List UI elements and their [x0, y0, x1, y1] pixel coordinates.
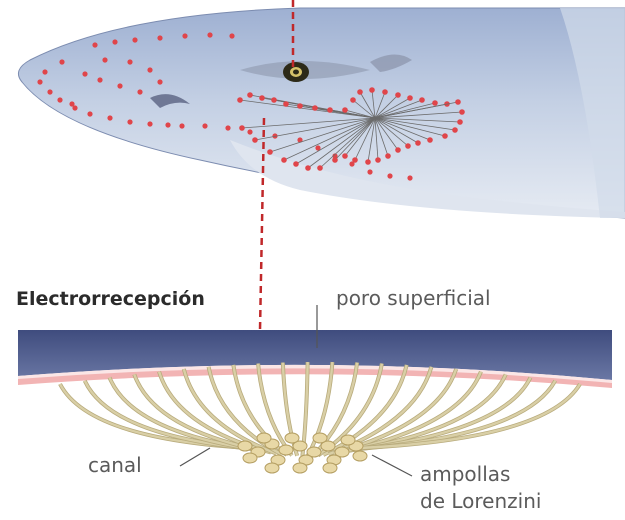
ampullae-label-line1: ampollas	[420, 462, 510, 486]
pore-dot	[419, 97, 425, 103]
ampulla	[238, 441, 252, 451]
pore-dot	[387, 173, 392, 178]
pore-dot	[239, 125, 245, 131]
pore-dot	[137, 89, 142, 94]
pore-dot	[457, 119, 463, 125]
pore-dot	[202, 123, 207, 128]
pore-dot	[407, 95, 413, 101]
ampulla	[323, 463, 337, 473]
pore-label: poro superficial	[336, 286, 491, 310]
pore-dot	[342, 153, 348, 159]
pore-dot	[229, 33, 234, 38]
pore-dot	[395, 147, 401, 153]
pore-dot	[157, 79, 162, 84]
pore-dot	[283, 101, 289, 107]
diagram-title: Electrorrecepción	[16, 288, 205, 310]
pore-dot	[342, 107, 348, 113]
pore-dot	[259, 95, 265, 101]
pore-dot	[293, 161, 299, 167]
pore-dot	[182, 33, 187, 38]
ampulla	[257, 433, 271, 443]
ampullae-label-line2: de Lorenzini	[420, 489, 541, 513]
pore-dot	[352, 157, 358, 163]
ampulla	[279, 445, 293, 455]
pore-dot	[452, 127, 458, 133]
pore-dot	[432, 100, 438, 106]
pore-dot	[247, 129, 252, 134]
pore-dot	[427, 137, 433, 143]
pore-dot	[367, 169, 372, 174]
pore-dot	[327, 107, 333, 113]
pore-dot	[59, 59, 64, 64]
canal-label-leader	[180, 448, 210, 466]
pore-dot	[87, 111, 92, 116]
skin-cross-section	[18, 330, 612, 388]
pore-dot	[375, 157, 381, 163]
pore-dot	[157, 35, 162, 40]
pore-dot	[102, 57, 107, 62]
pore-dot	[365, 159, 371, 165]
ampulla	[265, 463, 279, 473]
pore-dot	[442, 133, 448, 139]
pore-dot	[147, 67, 152, 72]
pore-dot	[455, 99, 461, 105]
ampulla	[293, 463, 307, 473]
pore-dot	[47, 89, 52, 94]
canal-label: canal	[88, 453, 142, 477]
ampulla	[285, 433, 299, 443]
pore-dot	[179, 123, 184, 128]
pore-dot	[405, 143, 411, 149]
pore-dot	[42, 69, 47, 74]
pore-dot	[317, 165, 323, 171]
pore-dot	[107, 115, 112, 120]
pore-dot	[267, 149, 273, 155]
pore-dot	[165, 122, 170, 127]
pore-dot	[97, 77, 102, 82]
pore-dot	[281, 157, 287, 163]
pore-dot	[112, 39, 117, 44]
pore-dot	[72, 105, 77, 110]
pore-dot	[247, 92, 253, 98]
pore-dot	[297, 103, 303, 109]
pore-dot	[459, 109, 465, 115]
pore-dot	[382, 89, 388, 95]
pore-dot	[237, 97, 243, 103]
pore-dot	[385, 153, 391, 159]
pore-dot	[82, 71, 87, 76]
eye-center	[293, 70, 299, 75]
pore-dot	[132, 37, 137, 42]
ampulla	[353, 451, 367, 461]
pore-dot	[271, 97, 277, 103]
ampulla	[341, 435, 355, 445]
pore-dot	[92, 42, 97, 47]
ampullae-label-leader	[372, 455, 412, 476]
pore-dot	[305, 165, 311, 171]
pore-dot	[207, 32, 212, 37]
pore-dot	[369, 87, 375, 93]
pore-dot	[357, 89, 363, 95]
pore-dot	[127, 59, 132, 64]
pore-dot	[57, 97, 62, 102]
pore-dot	[147, 121, 152, 126]
pore-dot	[252, 137, 258, 143]
pore-dot	[312, 105, 318, 111]
pore-dot	[127, 119, 132, 124]
shark-head	[18, 8, 625, 218]
pore-dot	[395, 92, 401, 98]
pore-dot	[415, 140, 421, 146]
pore-dot	[350, 97, 356, 103]
ampulla	[243, 453, 257, 463]
pore-dot	[37, 79, 42, 84]
pore-dot	[117, 83, 122, 88]
ampulla	[313, 433, 327, 443]
pore-dot	[407, 175, 412, 180]
pore-dot	[225, 125, 230, 130]
pore-dot	[332, 157, 338, 163]
